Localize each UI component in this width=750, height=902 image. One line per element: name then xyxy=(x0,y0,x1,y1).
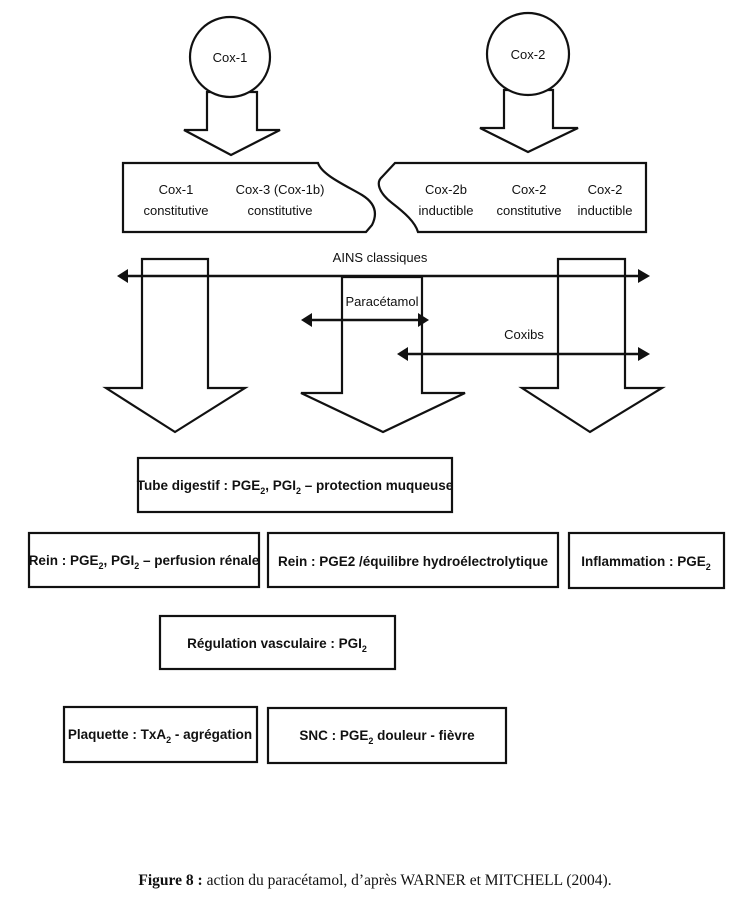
svg-text:Plaquette : TxA2 - agrégation: Plaquette : TxA2 - agrégation xyxy=(68,727,252,745)
cox1-isoform-box: Cox-1 constitutive Cox-3 (Cox-1b) consti… xyxy=(121,161,377,234)
effect-regulation-vasculaire: Régulation vasculaire : PGI2 xyxy=(158,614,397,671)
effect-rein-equilibre: Rein : PGE2 /équilibre hydroélectrolytiq… xyxy=(266,531,560,589)
paracetamol-label: Paracétamol xyxy=(346,294,419,309)
effect-rein-perfusion: Rein : PGE2, PGI2 – perfusion rénale xyxy=(27,531,261,589)
svg-text:Inflammation : PGE2: Inflammation : PGE2 xyxy=(581,554,711,572)
ains-classiques-range: AINS classiques xyxy=(117,250,650,283)
cox1-isoform-outline xyxy=(121,161,377,234)
left-pathway-arrow xyxy=(102,257,249,434)
cox2-down-arrow xyxy=(479,88,579,154)
figure-caption-text: action du paracétamol, d’après WARNER et… xyxy=(202,872,612,889)
paracetamol-right-arrowhead xyxy=(418,313,429,327)
figure-caption-label: Figure 8 : xyxy=(138,872,203,889)
isoform-cox2b-type: inductible xyxy=(419,203,474,218)
coxibs-label: Coxibs xyxy=(504,327,544,342)
isoform-cox2-constitutive-name: Cox-2 xyxy=(512,182,547,197)
coxibs-right-arrowhead xyxy=(638,347,650,361)
ains-classiques-label: AINS classiques xyxy=(333,250,428,265)
isoform-cox1-type: constitutive xyxy=(143,203,208,218)
middle-pathway-arrow xyxy=(300,275,466,434)
svg-text:Rein : PGE2 /équilibre hydroél: Rein : PGE2 /équilibre hydroélectrolytiq… xyxy=(278,554,549,569)
right-pathway-arrow xyxy=(518,257,666,434)
cox2-node: Cox-2 xyxy=(479,11,579,154)
effect-tube-digestif: Tube digestif : PGE2, PGI2 – protection … xyxy=(137,456,454,514)
coxibs-range: Coxibs xyxy=(397,327,650,361)
cox1-label: Cox-1 xyxy=(213,50,248,65)
isoform-cox3-name: Cox-3 (Cox-1b) xyxy=(236,182,325,197)
cox1-node: Cox-1 xyxy=(183,15,281,157)
figure-caption: Figure 8 : action du paracétamol, d’aprè… xyxy=(0,872,750,890)
isoform-cox2-inductible-name: Cox-2 xyxy=(588,182,623,197)
cox2-isoform-box: Cox-2b inductible Cox-2 constitutive Cox… xyxy=(377,161,648,234)
svg-text:Rein : PGE2, PGI2 – perfusion: Rein : PGE2, PGI2 – perfusion rénale xyxy=(29,553,260,571)
cox1-down-arrow xyxy=(183,90,281,157)
effect-snc: SNC : PGE2 douleur - fièvre xyxy=(266,706,508,765)
cox2-isoform-outline xyxy=(377,161,648,234)
effect-plaquette: Plaquette : TxA2 - agrégation xyxy=(62,705,259,764)
isoform-cox2-constitutive-type: constitutive xyxy=(496,203,561,218)
svg-text:Régulation vasculaire : PGI2: Régulation vasculaire : PGI2 xyxy=(187,636,367,654)
paracetamol-left-arrowhead xyxy=(301,313,312,327)
coxibs-left-arrowhead xyxy=(397,347,408,361)
effect-inflammation: Inflammation : PGE2 xyxy=(567,531,726,590)
isoform-cox2-inductible-type: inductible xyxy=(578,203,633,218)
ains-right-arrowhead xyxy=(638,269,650,283)
ains-left-arrowhead xyxy=(117,269,128,283)
svg-text:Tube digestif : PGE2, PGI2 – p: Tube digestif : PGE2, PGI2 – protection … xyxy=(137,478,454,496)
svg-text:SNC : PGE2 douleur - fièvre: SNC : PGE2 douleur - fièvre xyxy=(299,728,475,746)
cox2-label: Cox-2 xyxy=(511,47,546,62)
isoform-cox1-name: Cox-1 xyxy=(159,182,194,197)
cox2-circle xyxy=(485,11,571,97)
isoform-cox3-type: constitutive xyxy=(247,203,312,218)
isoform-cox2b-name: Cox-2b xyxy=(425,182,467,197)
cox1-circle xyxy=(188,15,272,99)
paracetamol-range: Paracétamol xyxy=(301,294,429,327)
